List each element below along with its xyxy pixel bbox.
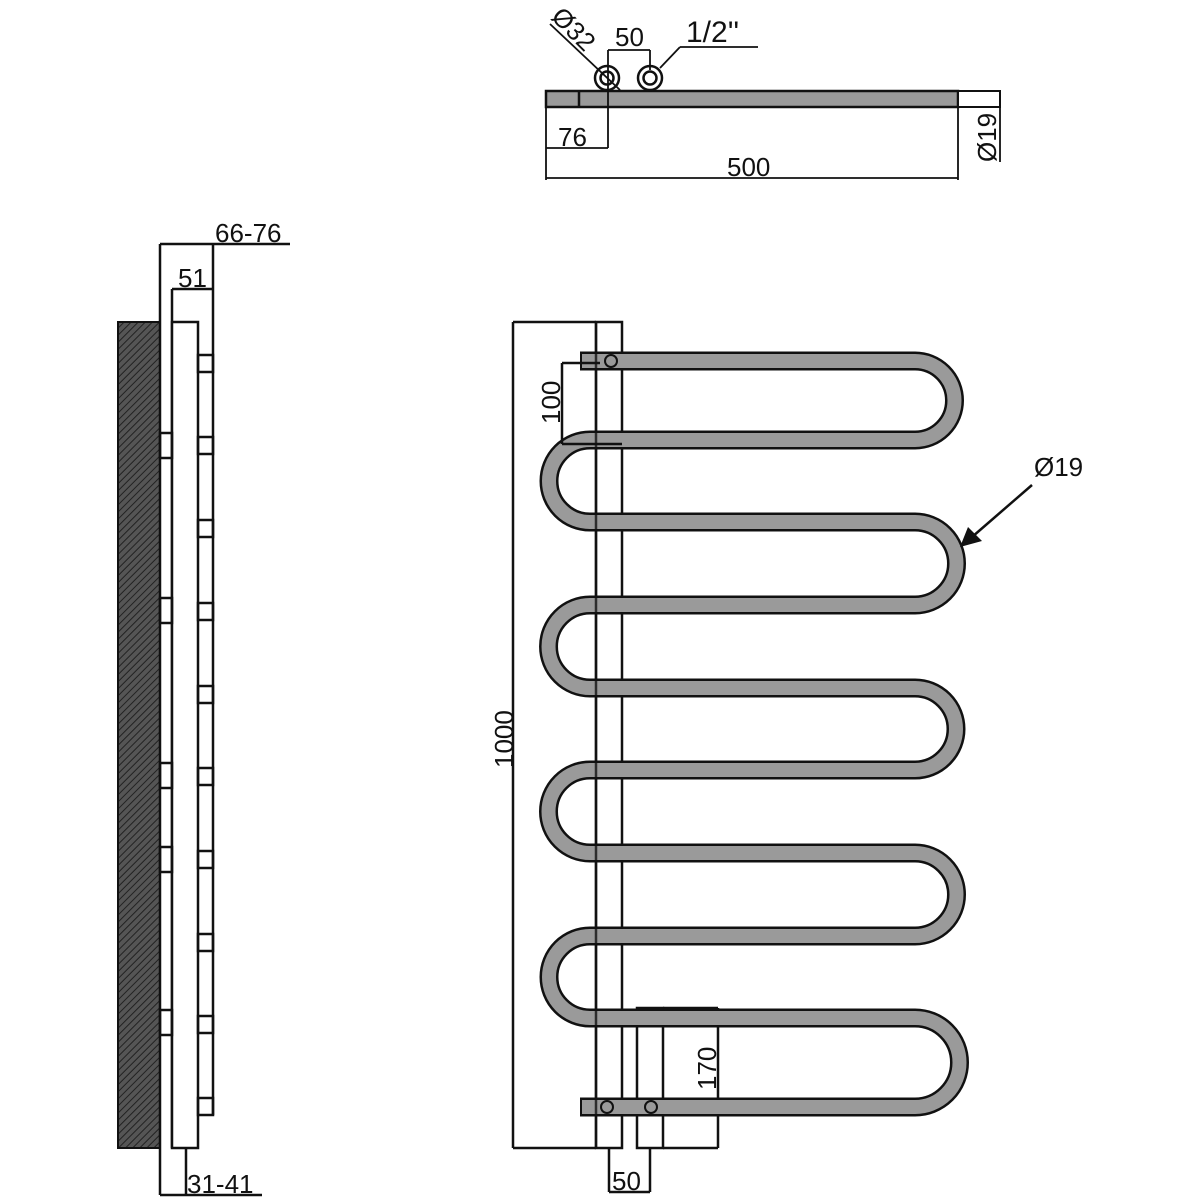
bottom-valve-left-icon [600,1100,614,1114]
dim-bottom-height: 170 [692,1047,722,1090]
dim-total-depth: 66-76 [215,218,282,248]
lower-bracket [635,1006,665,1150]
dim-height: 1000 [489,710,519,768]
dim-wall-gap: 31-41 [187,1169,254,1199]
side-view-radiator [170,320,200,1150]
top-view-end-cap [957,90,1001,108]
side-view-tube-sections [158,353,215,1117]
dim-tube-diameter-top: Ø19 [972,113,1002,162]
dim-thread: 1/2'' [686,16,739,49]
arrow-icon [960,527,982,547]
inlet-pipe-icon [593,64,621,92]
dim-bottom-spacing: 50 [612,1166,641,1196]
dim-top-spacing: 100 [536,381,566,424]
front-view: 1000 100 Ø19 170 50 [489,320,1083,1196]
dim-width: 500 [727,152,770,182]
top-valve-icon [604,354,618,368]
side-view: 66-76 51 31-41 [117,218,290,1199]
dim-pipe-diameter: Ø32 [546,1,602,57]
dim-offset: 76 [558,122,587,152]
serpentine-tube [539,351,969,1117]
wall-hatch [117,321,161,1149]
bottom-valve-right-icon [644,1100,658,1114]
dim-tube-diameter-front: Ø19 [1034,452,1083,482]
top-view: Ø32 50 1/2'' 76 500 Ø19 [544,1,1002,182]
dim-pipe-spacing: 50 [615,22,644,52]
dim-depth: 51 [178,263,207,293]
